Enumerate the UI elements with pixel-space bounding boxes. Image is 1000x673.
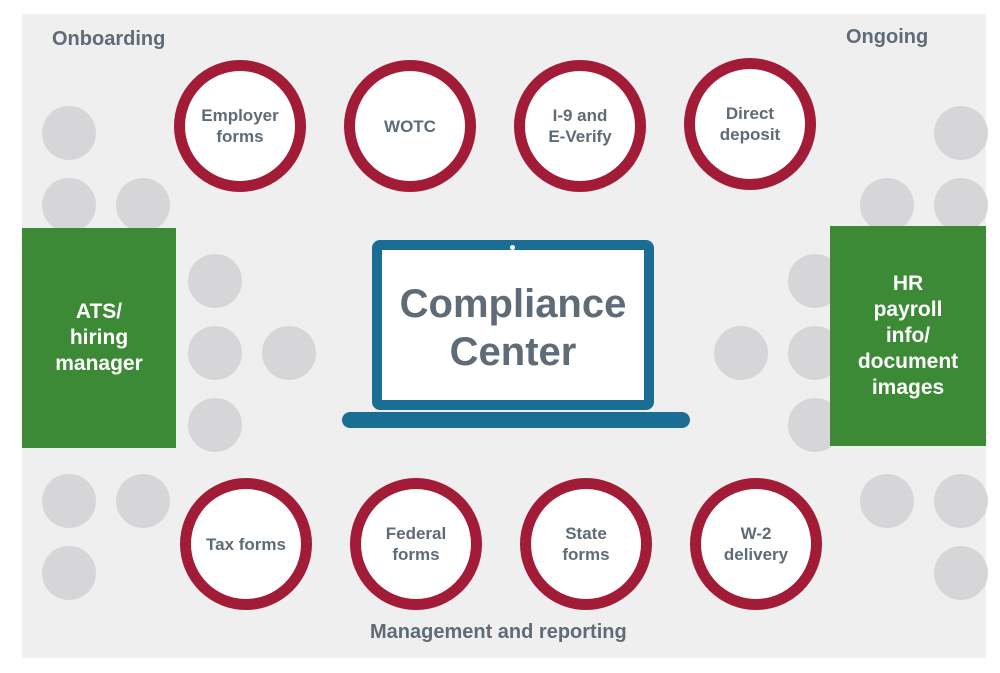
decor-dot: [116, 474, 170, 528]
ats-hiring-manager-box: ATS/ hiring manager: [22, 228, 176, 448]
state-forms-node: State forms: [520, 478, 652, 610]
decor-dot: [42, 106, 96, 160]
w2-delivery-node: W-2 delivery: [690, 478, 822, 610]
decor-dot: [116, 178, 170, 232]
decor-dot: [860, 474, 914, 528]
decor-dot: [188, 254, 242, 308]
employer-forms-node: Employer forms: [174, 60, 306, 192]
decor-dot: [860, 178, 914, 232]
decor-dot: [42, 546, 96, 600]
wotc-node: WOTC: [344, 60, 476, 192]
decor-dot: [934, 474, 988, 528]
decor-dot: [188, 326, 242, 380]
decor-dot: [42, 474, 96, 528]
ongoing-label: Ongoing: [846, 26, 929, 48]
decor-dot: [42, 178, 96, 232]
onboarding-label: Onboarding: [52, 28, 166, 50]
decor-dot: [934, 106, 988, 160]
tax-forms-node: Tax forms: [180, 478, 312, 610]
decor-dot: [188, 398, 242, 452]
decor-dot: [262, 326, 316, 380]
federal-forms-node: Federal forms: [350, 478, 482, 610]
hr-payroll-box: HR payroll info/ document images: [830, 226, 986, 446]
laptop-base: [342, 412, 690, 428]
i9-everify-node: I-9 and E-Verify: [514, 60, 646, 192]
decor-dot: [714, 326, 768, 380]
management-reporting-label: Management and reporting: [370, 621, 627, 643]
compliance-center-title: Compliance Center: [399, 282, 627, 374]
decor-dot: [934, 178, 988, 232]
direct-deposit-node: Direct deposit: [684, 58, 816, 190]
decor-dot: [934, 546, 988, 600]
laptop-camera: [510, 245, 515, 250]
